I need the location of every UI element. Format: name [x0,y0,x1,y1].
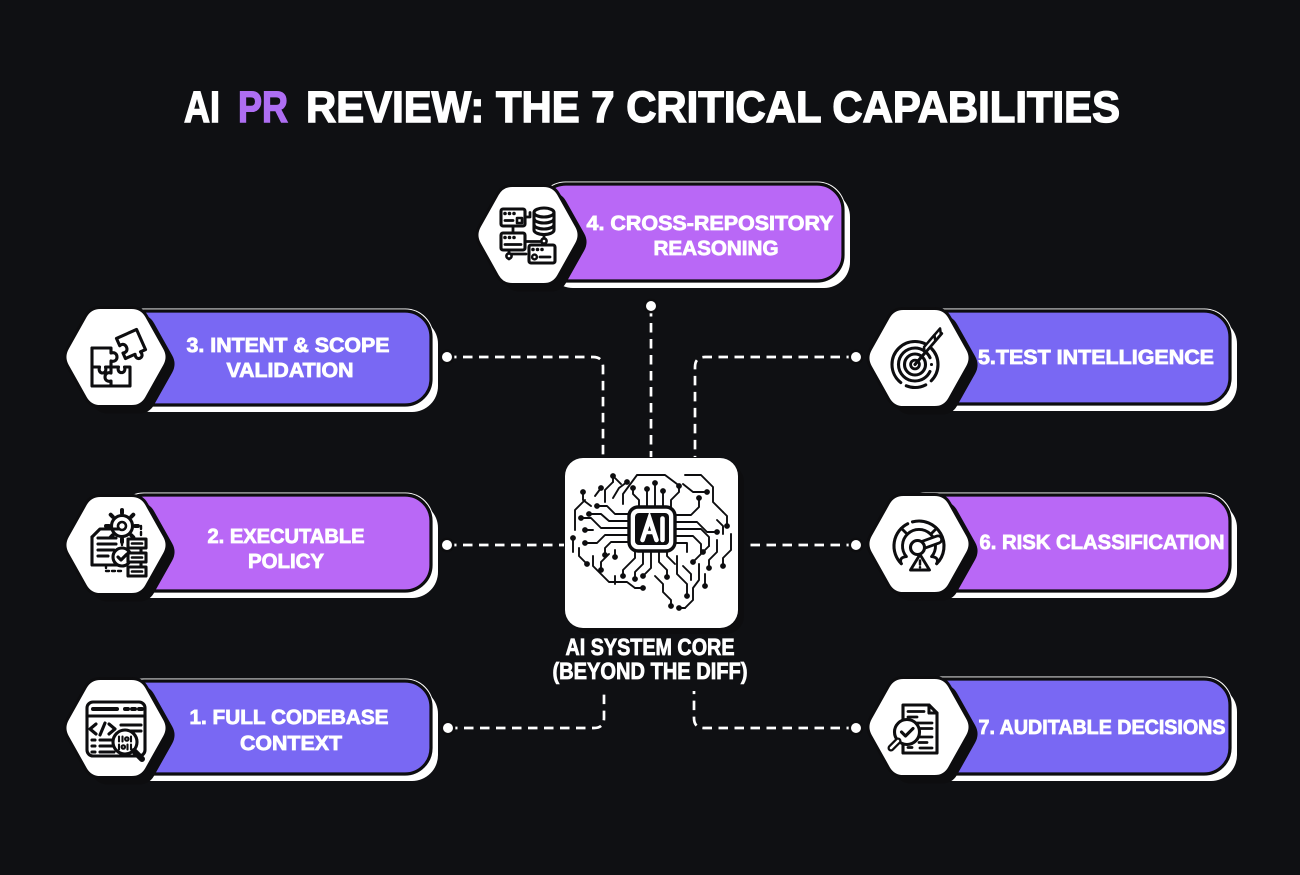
svg-text:REVIEW: THE 7 CRITICAL CAPABIL: REVIEW: THE 7 CRITICAL CAPABILITIES [306,83,1120,132]
svg-text:AI SYSTEM CORE: AI SYSTEM CORE [566,634,735,660]
svg-text:5.TEST INTELLIGENCE: 5.TEST INTELLIGENCE [978,346,1214,369]
svg-text:VALIDATION: VALIDATION [227,359,354,382]
svg-text:7. AUDITABLE DECISIONS: 7. AUDITABLE DECISIONS [979,716,1226,739]
svg-text:REASONING: REASONING [654,237,779,260]
svg-text:AI: AI [184,83,220,132]
svg-text:(BEYOND THE DIFF): (BEYOND THE DIFF) [553,658,748,684]
svg-text:POLICY: POLICY [248,550,324,573]
svg-text:1. FULL CODEBASE: 1. FULL CODEBASE [190,706,389,729]
svg-text:CONTEXT: CONTEXT [240,732,342,755]
svg-text:3. INTENT & SCOPE: 3. INTENT & SCOPE [187,334,390,357]
svg-text:6. RISK CLASSIFICATION: 6. RISK CLASSIFICATION [980,531,1225,554]
svg-text:2. EXECUTABLE: 2. EXECUTABLE [208,525,365,548]
svg-text:PR: PR [238,83,288,132]
svg-text:4. CROSS-REPOSITORY: 4. CROSS-REPOSITORY [587,212,834,235]
